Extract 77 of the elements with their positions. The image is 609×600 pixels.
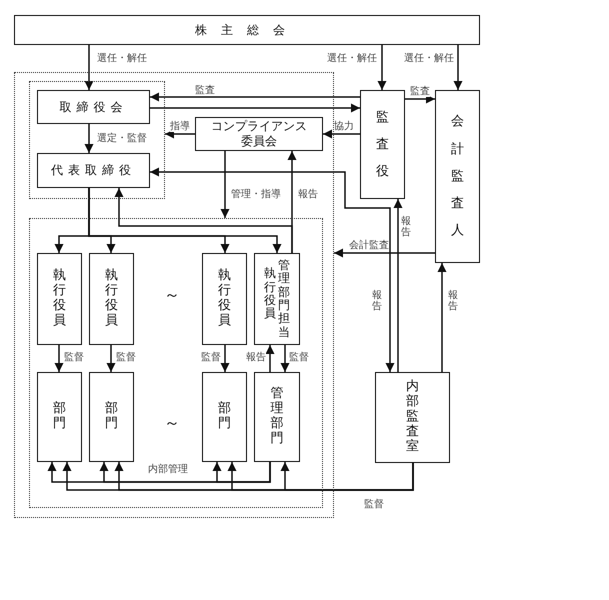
arrow xyxy=(150,92,360,102)
org-box xyxy=(195,117,323,151)
org-box xyxy=(435,90,480,263)
arrow xyxy=(266,345,274,372)
arrow xyxy=(220,345,230,372)
org-box xyxy=(37,153,150,188)
edge-label: 選定・監督 xyxy=(97,133,147,144)
org-box xyxy=(360,90,405,199)
org-box xyxy=(254,372,300,462)
box-label: 執行役員 xyxy=(218,269,231,329)
arrow xyxy=(106,345,116,372)
box-label: 管理部門 xyxy=(270,387,284,447)
edge-label: 監督 xyxy=(116,352,136,363)
arrow xyxy=(378,45,386,90)
box-label: 執行役員 xyxy=(53,269,66,329)
box-label: 執行役員 xyxy=(264,267,276,321)
org-box xyxy=(202,372,247,462)
org-box xyxy=(37,90,150,124)
edge-label: 報告 xyxy=(448,290,458,312)
arrow xyxy=(54,345,64,372)
edge-label: 監査 xyxy=(410,86,430,97)
arrow xyxy=(394,199,402,372)
org-box xyxy=(37,253,82,345)
arrow xyxy=(114,188,293,253)
arrow xyxy=(150,104,360,112)
box-label: 株主総会 xyxy=(195,22,299,38)
box-label: 執行役員 xyxy=(105,269,118,329)
ellipsis-mark: ～ xyxy=(164,413,180,434)
org-box xyxy=(202,253,247,345)
arrow xyxy=(212,462,271,483)
box-label: コンプライアンス委員会 xyxy=(210,119,308,149)
arrow xyxy=(165,130,195,138)
org-box xyxy=(14,15,480,45)
box-label: 会計監査人 xyxy=(451,113,464,240)
edge-label: 監査 xyxy=(195,85,215,96)
org-box xyxy=(254,253,300,345)
edge-label: 選任・解任 xyxy=(404,53,454,64)
org-box xyxy=(89,253,134,345)
box-label: 内部監査室 xyxy=(406,380,419,455)
arrow xyxy=(88,188,282,253)
box-label: 部門 xyxy=(53,402,66,432)
edge-label: 内部管理 xyxy=(148,464,188,475)
box-label: 部門 xyxy=(218,402,231,432)
edge-label: 監督 xyxy=(364,499,384,510)
edge-label: 報告 xyxy=(298,189,318,200)
org-box xyxy=(37,372,82,462)
edge-label: 報告 xyxy=(372,290,382,312)
arrow xyxy=(454,45,462,90)
arrow xyxy=(323,130,360,138)
edge-label: 会計監査 xyxy=(349,240,389,251)
edge-label: 監督 xyxy=(64,352,84,363)
box-label: 部門 xyxy=(105,402,118,432)
edge-label: 管理・指導 xyxy=(231,189,281,200)
edge-label: 選任・解任 xyxy=(97,53,147,64)
arrow xyxy=(280,462,414,491)
box-label: 監査役 xyxy=(376,108,389,182)
arrow xyxy=(84,45,94,90)
box-label: 取締役会 xyxy=(60,100,128,114)
arrow xyxy=(280,345,290,372)
org-box xyxy=(89,372,134,462)
edge-label: 監督 xyxy=(201,352,221,363)
arrow xyxy=(220,151,230,218)
arrow xyxy=(438,263,446,372)
edge-label: 報告 xyxy=(401,216,411,238)
arrow xyxy=(84,124,94,153)
arrow xyxy=(334,248,435,258)
edge-label: 指導 xyxy=(170,121,190,132)
box-label: 代表取締役 xyxy=(51,163,136,178)
edge-label: 監督 xyxy=(289,352,309,363)
arrow xyxy=(405,94,435,104)
edge-label: 報告 xyxy=(246,352,266,363)
arrow xyxy=(150,168,394,372)
box-label: 管理部門担当 xyxy=(278,258,290,340)
ellipsis-mark: ～ xyxy=(164,285,180,306)
edge-label: 選任・解任 xyxy=(327,53,377,64)
edge-label: 協力 xyxy=(334,121,354,132)
org-box xyxy=(375,372,450,463)
